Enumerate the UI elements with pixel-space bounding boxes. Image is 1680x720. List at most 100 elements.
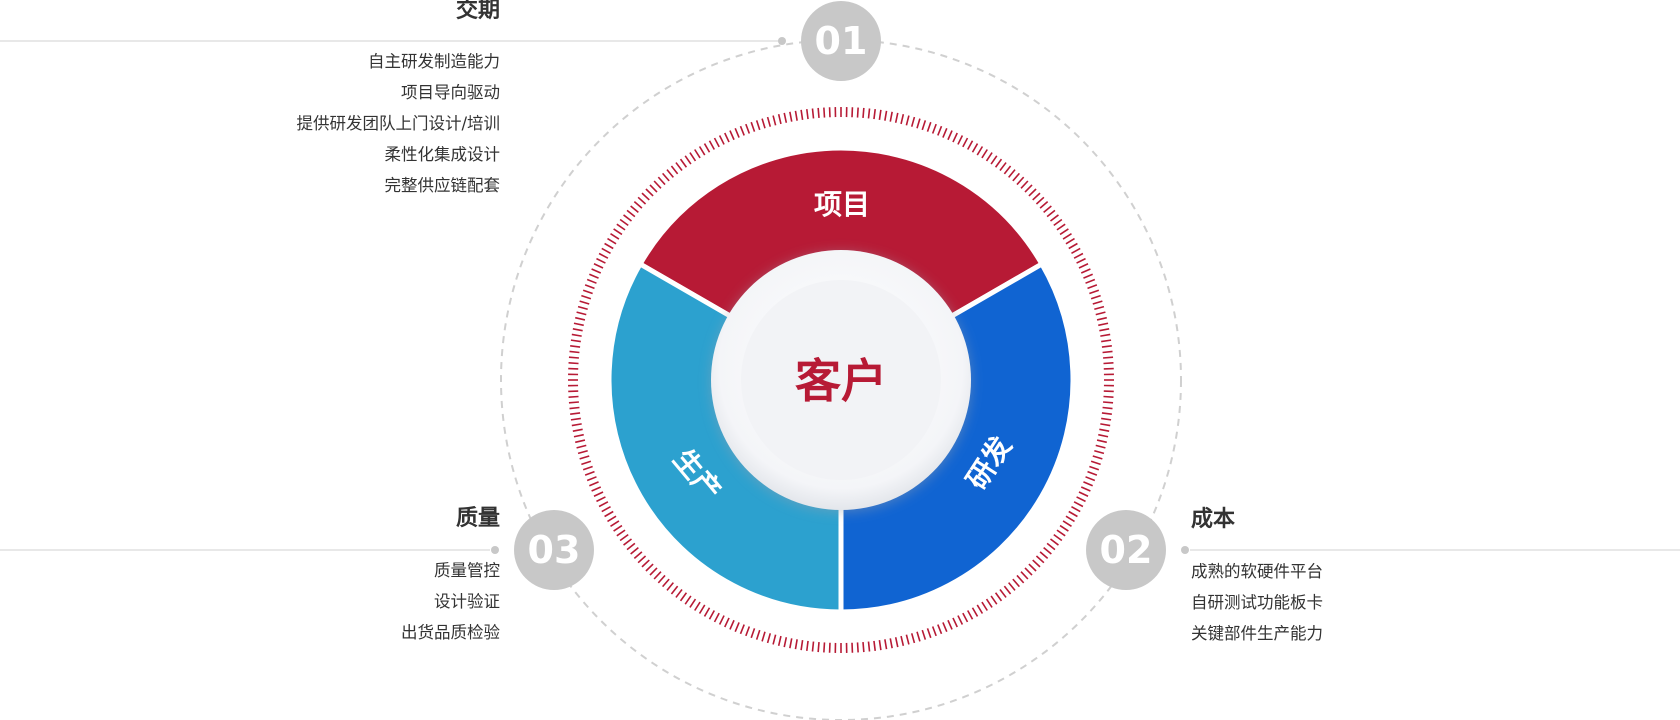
tick-mark — [1101, 344, 1112, 348]
tick-mark — [745, 626, 751, 637]
tick-mark — [626, 209, 636, 218]
tick-mark — [1092, 455, 1103, 460]
tick-mark — [750, 628, 756, 639]
tick-mark — [718, 135, 725, 145]
tick-mark — [1065, 237, 1075, 245]
tick-mark — [649, 567, 658, 576]
tick-mark — [657, 176, 666, 186]
tick-mark — [1043, 205, 1052, 213]
tick-mark — [569, 406, 580, 410]
tick-mark — [1087, 470, 1098, 476]
tick-mark — [789, 638, 793, 649]
tick-mark — [750, 121, 756, 132]
tick-mark — [1032, 559, 1041, 568]
tick-mark — [1035, 555, 1045, 564]
tick-mark — [1059, 228, 1069, 236]
tick-mark — [591, 486, 602, 492]
tick-mark — [1046, 209, 1056, 218]
tick-mark — [999, 162, 1007, 171]
tick-mark — [1073, 252, 1084, 259]
tick-mark — [1083, 481, 1093, 487]
tick-mark — [689, 598, 697, 608]
tick-mark — [593, 491, 604, 497]
tick-mark — [937, 624, 943, 635]
list-item: 柔性化集成设计 — [384, 145, 501, 164]
list-item: 自研测试功能板卡 — [1191, 593, 1323, 612]
tick-mark — [596, 257, 606, 264]
tick-mark — [1008, 169, 1016, 178]
tick-mark — [755, 120, 761, 131]
tick-mark — [976, 604, 984, 614]
list-item: 自主研发制造能力 — [368, 52, 500, 71]
tick-mark — [694, 601, 701, 611]
tick-mark — [894, 637, 899, 648]
tick-mark — [670, 165, 679, 175]
tick-mark — [739, 125, 745, 136]
tick-mark — [593, 263, 604, 269]
tick-mark — [926, 121, 932, 132]
tick-mark — [867, 108, 871, 119]
tick-mark — [601, 506, 611, 513]
tick-mark — [772, 115, 777, 126]
cost-title: 成本 — [1191, 507, 1236, 532]
list-item: 提供研发团队上门设计/培训 — [296, 114, 500, 133]
tick-mark — [1098, 433, 1109, 438]
tick-mark — [610, 233, 620, 240]
tick-mark — [1096, 439, 1107, 444]
tick-mark — [1035, 196, 1045, 205]
tick-mark — [916, 631, 921, 642]
tick-mark — [900, 114, 905, 125]
tick-mark — [1020, 571, 1029, 580]
tick-mark — [862, 642, 865, 653]
tick-mark — [1050, 538, 1059, 546]
tick-mark — [800, 640, 804, 651]
tick-mark — [586, 278, 597, 284]
tick-mark — [579, 300, 590, 305]
tick-mark — [947, 619, 953, 630]
quality-list: 质量管控 设计验证 出货品质检验 — [0, 555, 500, 648]
tick-mark — [575, 439, 586, 444]
tick-mark — [576, 444, 587, 449]
tick-mark — [666, 169, 674, 178]
tick-mark — [967, 610, 974, 620]
tick-mark — [1028, 563, 1037, 572]
tick-mark — [1090, 294, 1101, 300]
tick-mark — [718, 615, 725, 625]
tick-mark — [724, 132, 730, 143]
tick-mark — [570, 412, 581, 416]
tick-mark — [645, 563, 654, 572]
tick-mark — [910, 116, 916, 127]
delivery-connector-dot — [778, 37, 786, 45]
tick-mark — [777, 635, 782, 646]
tick-mark — [884, 639, 888, 650]
tick-mark — [623, 214, 632, 222]
tick-mark — [990, 595, 998, 605]
tick-mark — [679, 592, 688, 602]
tick-mark — [1076, 257, 1086, 264]
tick-mark — [703, 143, 711, 153]
tick-mark — [645, 188, 654, 197]
tick-mark — [1024, 567, 1033, 576]
tick-mark — [1085, 476, 1096, 482]
tick-mark — [1100, 333, 1111, 337]
tick-mark — [766, 116, 772, 127]
center-disc — [741, 280, 941, 480]
tick-mark — [1092, 300, 1103, 305]
tick-mark — [568, 401, 579, 404]
tick-mark — [1003, 585, 1012, 595]
tick-mark — [581, 460, 592, 466]
tick-mark — [990, 155, 998, 165]
tick-mark — [596, 496, 606, 503]
tick-mark — [962, 137, 969, 148]
tick-mark — [623, 538, 632, 546]
tick-mark — [1046, 542, 1056, 551]
tick-mark — [931, 123, 937, 134]
tick-mark — [1071, 506, 1081, 513]
tick-mark — [947, 130, 953, 141]
tick-mark — [1103, 362, 1114, 365]
tick-mark — [584, 284, 595, 290]
tick-mark — [610, 520, 620, 527]
tick-mark — [626, 542, 636, 551]
tick-mark — [952, 132, 958, 143]
tick-mark — [572, 328, 583, 332]
